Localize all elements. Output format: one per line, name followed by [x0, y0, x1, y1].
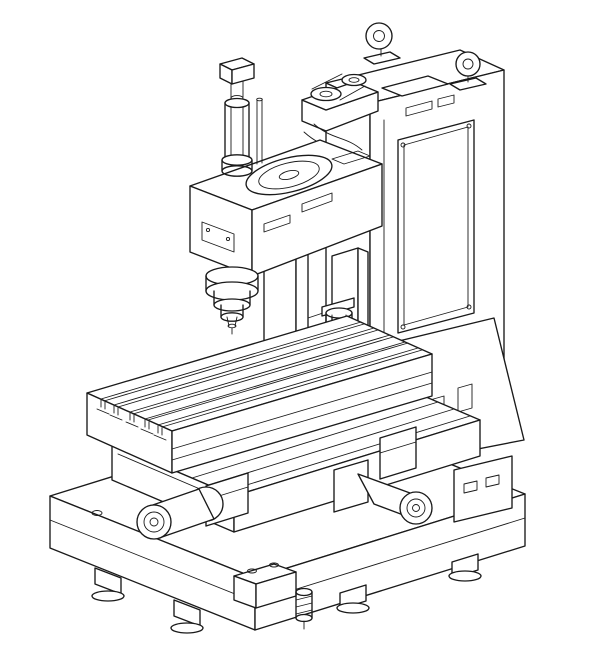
column-vents [405, 94, 455, 117]
spindle-nose [205, 266, 259, 335]
base-front-pad [233, 562, 297, 609]
lifting-eyebolt-front [363, 22, 401, 65]
head-front-right-face [251, 163, 383, 277]
anchor-bolt [91, 510, 103, 516]
column-access-panel [397, 119, 475, 334]
pulley-large [310, 86, 342, 102]
pulley-small [341, 73, 367, 87]
spindle-head [189, 139, 383, 277]
spindle-pulley-cover [245, 154, 333, 196]
head-front-plate [201, 221, 235, 253]
leveling-screw [295, 587, 313, 630]
machine-drawing [49, 22, 526, 634]
y-axis-servo-motor [333, 459, 433, 525]
belt-lines [311, 73, 366, 101]
x-axis-servo-motor [136, 486, 224, 540]
t-slot-lines [100, 321, 423, 428]
table-front-grooves [171, 371, 433, 461]
lifting-eyebolt-rear [449, 51, 487, 91]
column-top-boss [381, 75, 449, 97]
guide-rod [256, 98, 263, 165]
t-slot-worktable [86, 315, 433, 474]
head-top-hatch [331, 150, 371, 165]
y-axis-way-lines [191, 401, 471, 493]
table-front-face [171, 353, 433, 474]
junction-box [453, 455, 513, 523]
base-leveling-feet [91, 553, 482, 634]
ballscrew-cover [379, 426, 417, 480]
pneumatic-balance-cylinder [219, 57, 263, 177]
belt-drive-housing [301, 73, 379, 163]
t-slot-end-notches [96, 399, 167, 441]
axis-motors [136, 426, 433, 540]
base-front-right-face [254, 493, 526, 631]
